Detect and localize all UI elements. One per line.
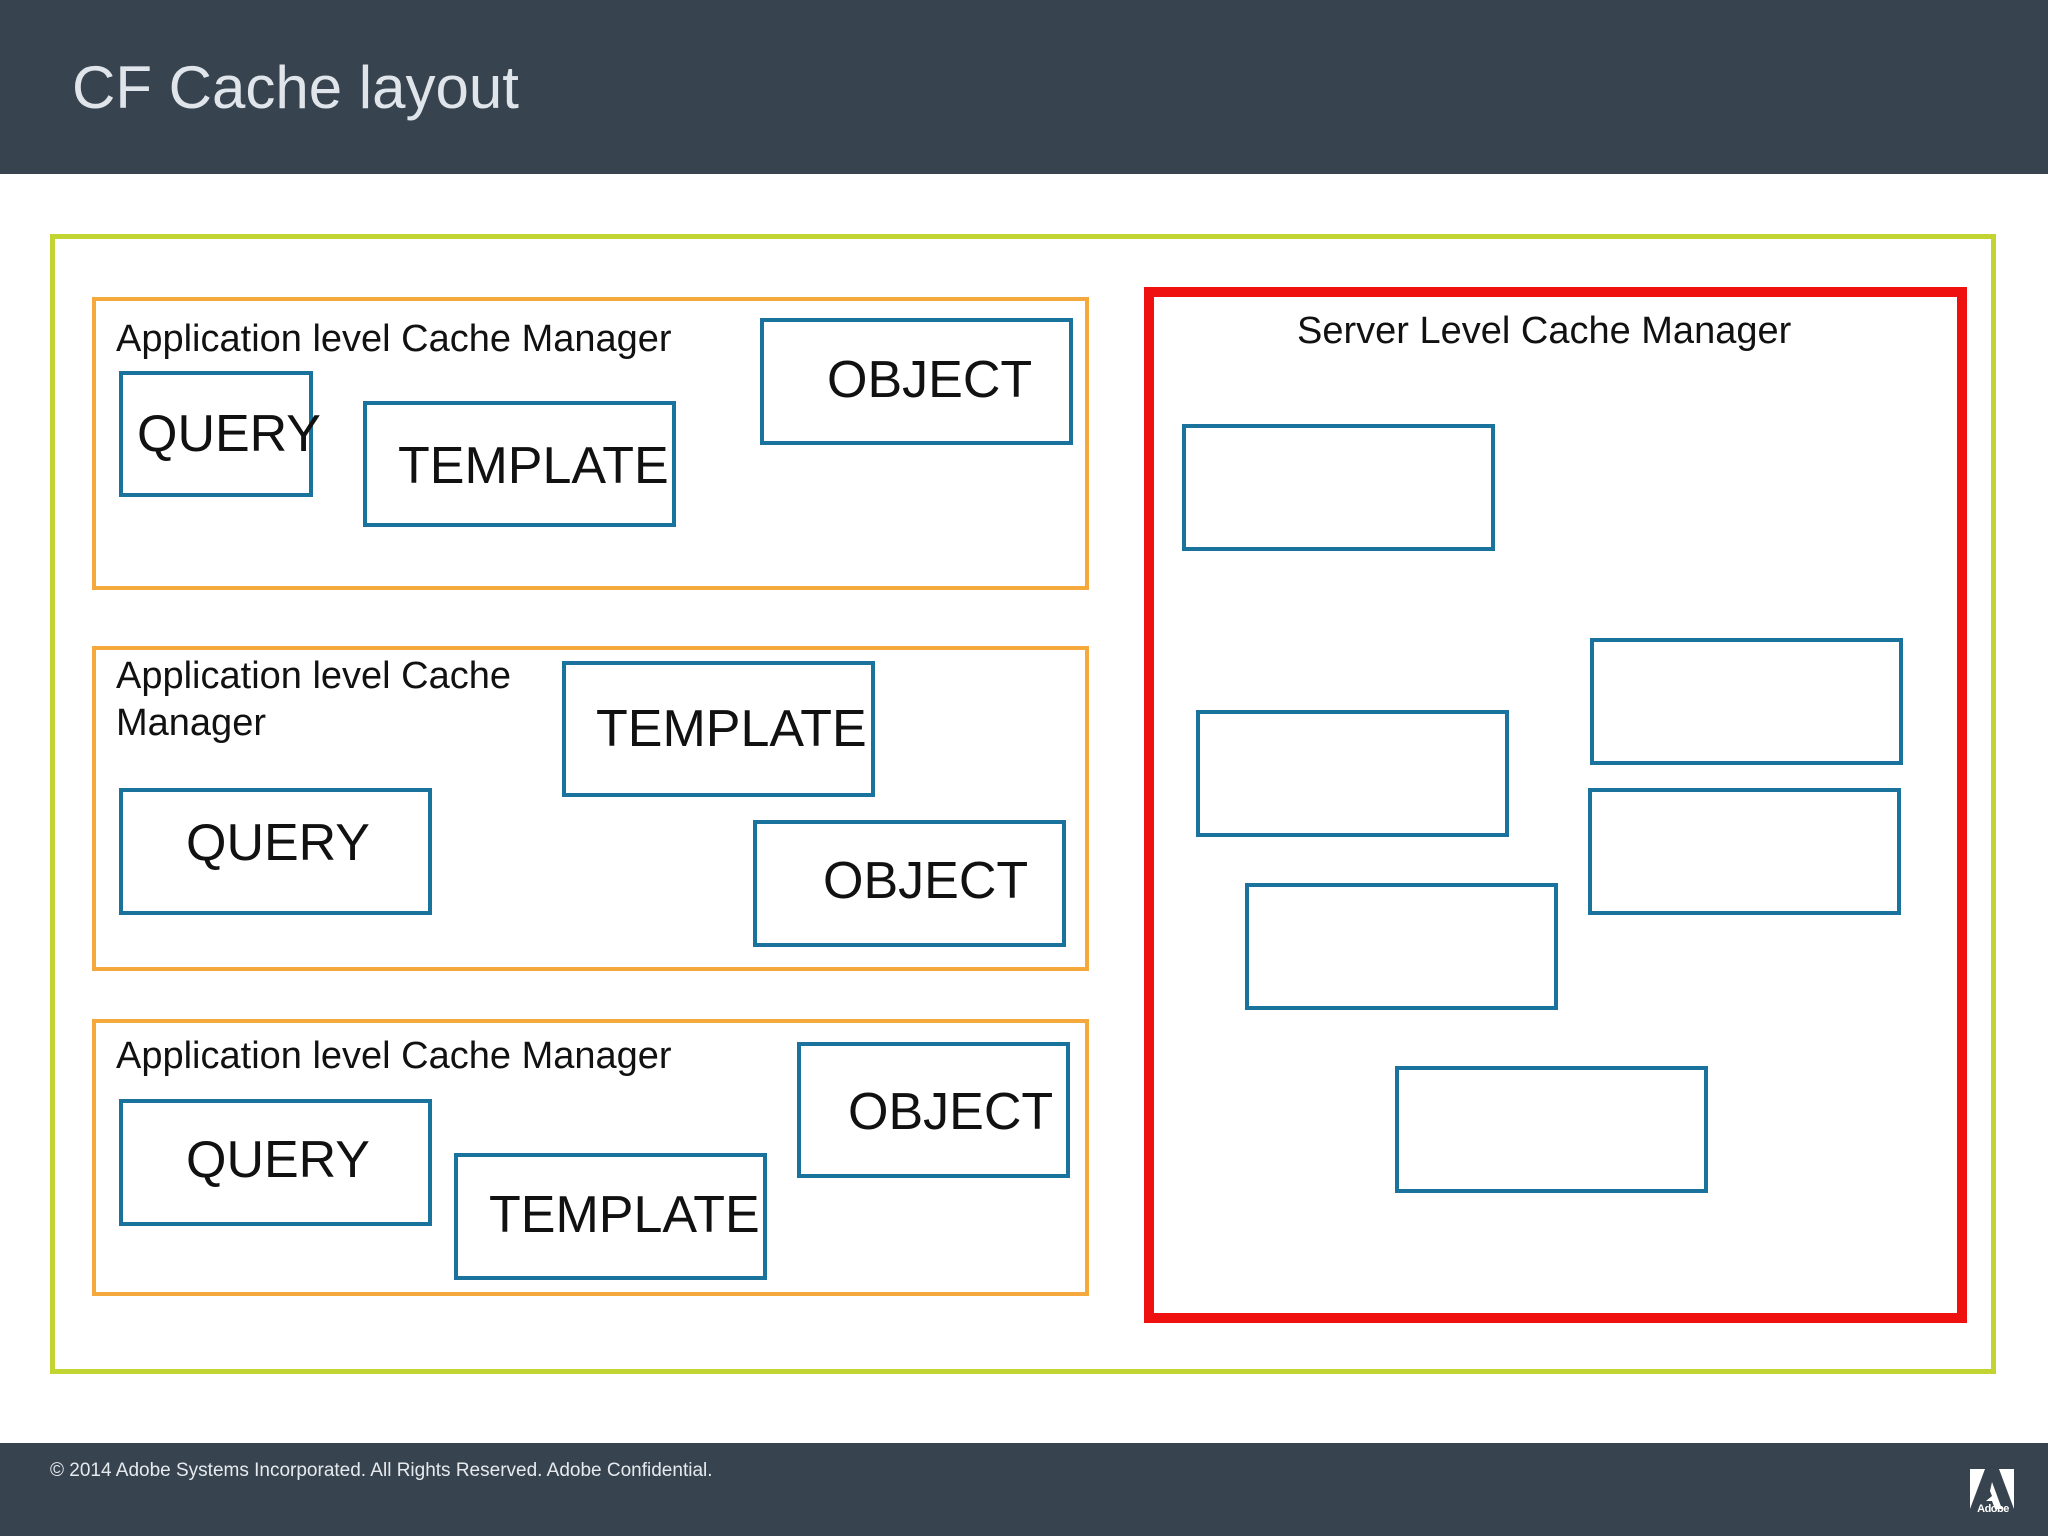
- server-cache-slot: [1245, 883, 1558, 1010]
- server-cache-manager-label: Server Level Cache Manager: [1297, 310, 1792, 352]
- server-cache-slot: [1590, 638, 1903, 765]
- server-cache-slot: [1182, 424, 1495, 551]
- header-bar: CF Cache layout: [0, 0, 2048, 174]
- template-cache-2-label: TEMPLATE: [596, 700, 867, 758]
- object-cache-1: [760, 318, 1073, 445]
- template-cache-1: [363, 401, 676, 527]
- query-cache-2-label: QUERY: [186, 814, 370, 872]
- query-cache-1: [119, 371, 313, 497]
- copyright-text: © 2014 Adobe Systems Incorporated. All R…: [50, 1460, 713, 1481]
- template-cache-1-label: TEMPLATE: [398, 437, 669, 495]
- app-cache-manager-2-label-line1: Application level Cache: [116, 655, 512, 697]
- app-cache-manager-2: [92, 646, 1089, 971]
- adobe-logo-icon: [1970, 1469, 2014, 1509]
- object-cache-3-label: OBJECT: [848, 1083, 1054, 1141]
- app-cache-manager-2-label-line2: Manager: [116, 702, 266, 744]
- query-cache-2: [119, 788, 432, 915]
- server-cache-slot: [1196, 710, 1509, 837]
- object-cache-2: [753, 820, 1066, 947]
- query-cache-3-label: QUERY: [186, 1131, 370, 1189]
- footer-bar: © 2014 Adobe Systems Incorporated. All R…: [0, 1443, 2048, 1536]
- server-cache-manager: [1144, 287, 1967, 1323]
- server-cache-slot: [1395, 1066, 1708, 1193]
- object-cache-3: [797, 1042, 1070, 1178]
- app-cache-manager-2-label: Application level Cache Manager: [116, 653, 511, 747]
- app-cache-manager-3: [92, 1019, 1089, 1296]
- template-cache-3: [454, 1153, 767, 1280]
- app-cache-manager-1-label: Application level Cache Manager: [116, 318, 672, 360]
- template-cache-2: [562, 661, 875, 797]
- adobe-logo-text: Adobe: [1977, 1503, 2009, 1515]
- template-cache-3-label: TEMPLATE: [489, 1186, 760, 1244]
- cache-container: [50, 234, 1996, 1374]
- object-cache-1-label: OBJECT: [827, 351, 1033, 409]
- object-cache-2-label: OBJECT: [823, 852, 1029, 910]
- app-cache-manager-1: [92, 297, 1089, 590]
- query-cache-1-label: QUERY: [137, 405, 321, 463]
- app-cache-manager-3-label: Application level Cache Manager: [116, 1035, 672, 1077]
- query-cache-3: [119, 1099, 432, 1226]
- server-cache-slot: [1588, 788, 1901, 915]
- slide-title: CF Cache layout: [72, 54, 519, 121]
